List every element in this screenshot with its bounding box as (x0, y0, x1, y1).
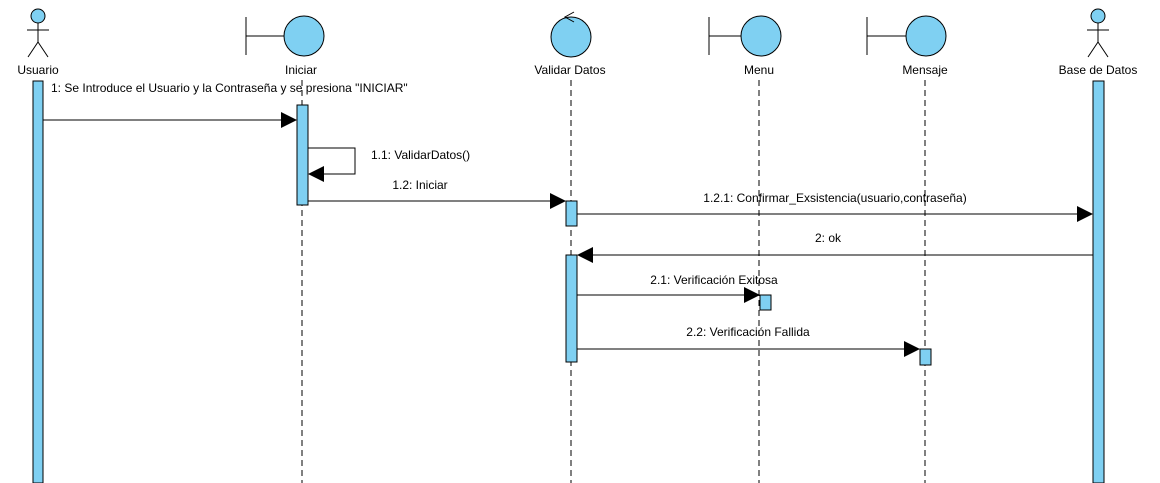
participant-validar-datos: Validar Datos (534, 11, 606, 77)
message-label: 1.2.1: Confirmar_Exsistencia(usuario,con… (703, 191, 966, 205)
message-1: 1: Se Introduce el Usuario y la Contrase… (43, 81, 408, 128)
boundary-icon (245, 15, 325, 57)
activation-validar-2 (565, 254, 578, 363)
activation-usuario (32, 80, 44, 483)
activation-validar-1 (565, 200, 578, 227)
arrow-head-icon (577, 247, 593, 263)
participant-menu: Menu (708, 15, 782, 77)
arrow-head-icon (281, 112, 297, 128)
participant-iniciar: Iniciar (245, 15, 325, 77)
message-label: 2.1: Verificación Exitosa (650, 273, 778, 287)
boundary-icon (866, 15, 947, 57)
activation-iniciar (296, 104, 309, 206)
message-label: 1: Se Introduce el Usuario y la Contrase… (51, 81, 408, 95)
participant-label: Iniciar (285, 63, 317, 77)
activation-mensaje (919, 348, 932, 366)
lifelines (301, 80, 926, 483)
activation-menu (759, 294, 772, 311)
participant-label: Mensaje (902, 63, 948, 77)
arrow-head-icon (308, 166, 324, 182)
message-2-2: 2.2: Verificación Fallida (577, 325, 920, 357)
message-label: 1.1: ValidarDatos() (371, 148, 470, 162)
message-label: 2.2: Verificación Fallida (686, 325, 810, 339)
activations (32, 80, 1105, 483)
message-2-1: 2.1: Verificación Exitosa (577, 273, 778, 303)
participant-label: Menu (744, 63, 774, 77)
participant-label: Base de Datos (1059, 63, 1138, 77)
participant-label: Usuario (17, 63, 59, 77)
message-label: 2: ok (815, 231, 842, 245)
message-1-1: 1.1: ValidarDatos() (308, 147, 470, 182)
arrow-head-icon (550, 193, 566, 209)
message-2: 2: ok (577, 231, 1093, 263)
message-1-2-1: 1.2.1: Confirmar_Exsistencia(usuario,con… (577, 191, 1093, 222)
arrow-head-icon (1077, 206, 1093, 222)
actor-icon (1087, 8, 1109, 58)
control-icon (550, 11, 592, 58)
participant-usuario: Usuario (17, 8, 59, 77)
participant-mensaje: Mensaje (866, 15, 948, 77)
arrow-head-icon (744, 287, 760, 303)
message-label: 1.2: Iniciar (392, 178, 447, 192)
participant-label: Validar Datos (534, 63, 605, 77)
activation-base-de-datos (1092, 80, 1105, 483)
boundary-icon (708, 15, 782, 57)
actor-icon (27, 8, 49, 58)
message-1-2: 1.2: Iniciar (308, 178, 566, 209)
participant-base-de-datos: Base de Datos (1059, 8, 1138, 77)
arrow-head-icon (904, 341, 920, 357)
